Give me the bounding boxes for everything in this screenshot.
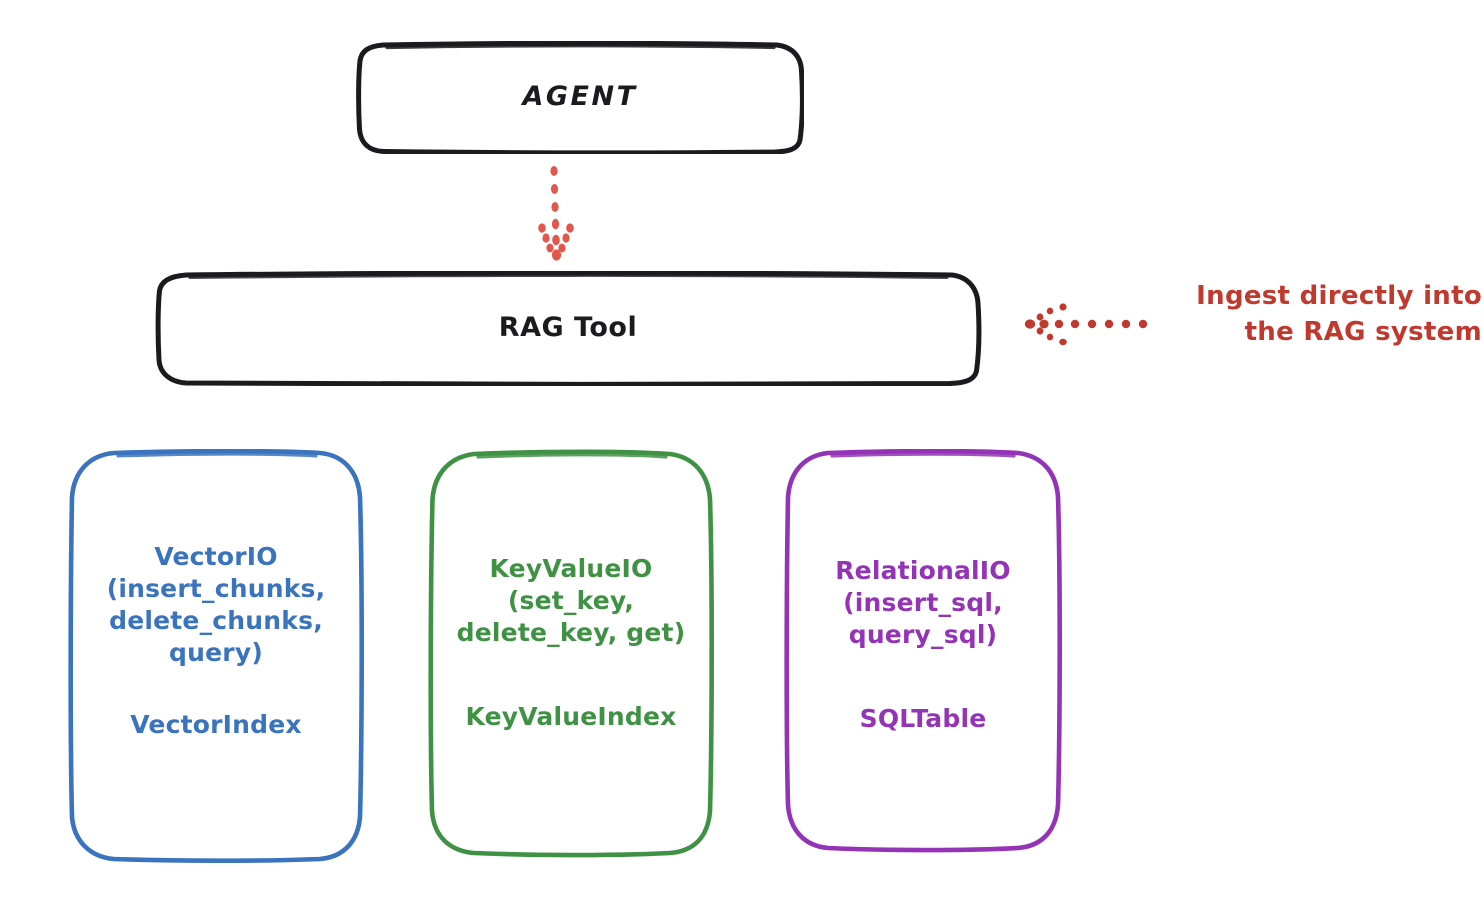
node-relational-io-index-label: SQLTable <box>859 704 987 733</box>
node-relational-io-api-label: RelationalIO (insert_sql, query_sql) <box>835 556 1011 649</box>
key-value-io-box-outline <box>428 449 714 858</box>
node-agent[interactable]: AGENT <box>356 41 804 154</box>
connector-agent-to-rag-tool <box>538 166 574 261</box>
node-vector-io-index-label: VectorIndex <box>130 710 302 739</box>
node-relational-io[interactable]: RelationalIO (insert_sql, query_sql) SQL… <box>784 449 1062 863</box>
node-vector-io-api-label: VectorIO (insert_chunks, delete_chunks, … <box>106 542 326 667</box>
annotation-ingest-directly: Ingest directly into the RAG system <box>1196 281 1482 347</box>
connector-ingest-to-rag-tool <box>1024 303 1148 346</box>
node-agent-label: AGENT <box>522 81 638 113</box>
relational-io-box-outline <box>784 449 1062 853</box>
node-rag-tool-label: RAG Tool <box>498 312 638 344</box>
node-key-value-io[interactable]: KeyValueIO (set_key, delete_key, get) Ke… <box>428 449 714 863</box>
node-key-value-io-index-label: KeyValueIndex <box>465 702 677 731</box>
node-vector-io[interactable]: VectorIO (insert_chunks, delete_chunks, … <box>68 449 364 863</box>
node-key-value-io-api-label: KeyValueIO (set_key, delete_key, get) <box>456 554 686 647</box>
node-rag-tool[interactable]: RAG Tool <box>154 271 982 386</box>
